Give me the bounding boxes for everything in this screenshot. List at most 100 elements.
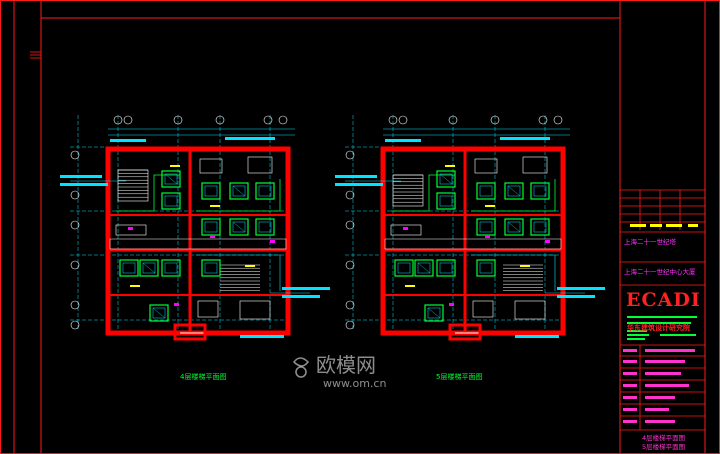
- shaft-inner: [507, 221, 521, 233]
- axis-bubble: [123, 115, 133, 125]
- annotation-text: [282, 295, 320, 298]
- shaft-inner: [439, 173, 453, 185]
- annotation-text: [60, 175, 102, 178]
- shaft-inner: [533, 221, 547, 233]
- shaft-inner: [479, 185, 493, 197]
- axis-bubble: [345, 150, 355, 160]
- shaft-box: [161, 192, 181, 210]
- shaft-box: [119, 259, 139, 277]
- marker: [174, 303, 179, 306]
- shaft-box: [436, 259, 456, 277]
- axis-bubble: [70, 190, 80, 200]
- duct: [474, 158, 498, 174]
- shaft-inner: [204, 221, 218, 233]
- title-block[interactable]: [620, 189, 705, 431]
- shaft-inner: [417, 262, 431, 274]
- shaft-inner: [427, 307, 441, 319]
- project-name-2: 上海二十一世纪中心大厦: [624, 268, 696, 276]
- duct: [197, 300, 219, 318]
- shaft-inner: [164, 262, 178, 274]
- title-block-small-text: [630, 224, 698, 227]
- axis-bubble: [345, 220, 355, 230]
- shaft-inner: [204, 262, 218, 274]
- stair-outline: [117, 169, 149, 202]
- ecadi-logo: ECADI: [626, 289, 701, 311]
- axis-bubble: [70, 150, 80, 160]
- shaft-cross: [232, 221, 246, 233]
- marker: [270, 240, 275, 243]
- shaft-inner: [397, 262, 411, 274]
- shaft-box: [201, 218, 221, 236]
- drawing-title-1: 4层楼梯平面图: [642, 434, 686, 442]
- pipe-run: [196, 254, 281, 291]
- axis-bubble: [70, 300, 80, 310]
- shaft-cross: [507, 221, 521, 233]
- shaft-inner: [439, 195, 453, 207]
- annotation-text: [110, 139, 146, 142]
- watermark-logo-icon: [292, 357, 310, 378]
- stair-outline: [392, 174, 424, 207]
- axis-bubble: [490, 115, 500, 125]
- tag-text: [210, 205, 220, 207]
- pipe-run: [471, 254, 556, 291]
- shaft-inner: [232, 221, 246, 233]
- marker: [403, 227, 408, 230]
- axis-bubble: [113, 115, 123, 125]
- firm-name-cn: 华东建筑设计研究院: [627, 324, 690, 332]
- pipe-run: [196, 179, 281, 212]
- shaft-box: [530, 182, 550, 200]
- shaft-inner: [479, 262, 493, 274]
- pipe-run: [116, 174, 180, 212]
- axis-bubble: [553, 115, 563, 125]
- shaft-box: [255, 218, 275, 236]
- axis-bubble: [173, 115, 183, 125]
- annotation-text: [335, 183, 383, 186]
- shaft-box: [161, 170, 181, 188]
- annotation-text: [557, 287, 605, 290]
- axis-bubble: [345, 190, 355, 200]
- shaft-inner: [152, 307, 166, 319]
- annotation-text: [240, 335, 284, 338]
- tag-text: [130, 285, 140, 287]
- shaft-box: [436, 170, 456, 188]
- shaft-inner: [439, 262, 453, 274]
- duct: [522, 156, 548, 174]
- shaft-box: [436, 192, 456, 210]
- title-block-rows: [620, 189, 705, 431]
- shaft-box: [476, 259, 496, 277]
- floor-plan-5f[interactable]: [335, 115, 605, 341]
- axis-bubble: [70, 260, 80, 270]
- duct: [199, 158, 223, 174]
- marker: [128, 227, 133, 230]
- annotation-text: [515, 335, 559, 338]
- marker: [485, 235, 490, 238]
- axis-bubble: [538, 115, 548, 125]
- shaft-box: [139, 259, 159, 277]
- shaft-inner: [533, 185, 547, 197]
- firm-address-lines: [627, 316, 697, 340]
- tag-text: [405, 285, 415, 287]
- annotation-text: [282, 287, 330, 290]
- axis-bubble: [278, 115, 288, 125]
- axis-bubble: [345, 320, 355, 330]
- annotation-text: [500, 137, 550, 140]
- shaft-box: [424, 304, 444, 322]
- corridor: [384, 238, 562, 250]
- plan-caption-5f: 5层楼梯平面图: [436, 373, 483, 381]
- axis-bubble: [448, 115, 458, 125]
- shaft-cross: [232, 185, 246, 197]
- tag-text: [520, 265, 530, 267]
- shaft-box: [201, 182, 221, 200]
- annotation-text: [557, 295, 595, 298]
- shaft-cross: [507, 185, 521, 197]
- floor-plan-4f[interactable]: [60, 115, 330, 341]
- tag-text: [170, 165, 180, 167]
- margin-ticks: [30, 51, 41, 59]
- shaft-inner: [204, 185, 218, 197]
- marker: [210, 235, 215, 238]
- stair-flight: [503, 264, 543, 291]
- watermark-brand: 欧模网: [316, 353, 376, 377]
- tag-text: [445, 165, 455, 167]
- annotation-text: [385, 139, 421, 142]
